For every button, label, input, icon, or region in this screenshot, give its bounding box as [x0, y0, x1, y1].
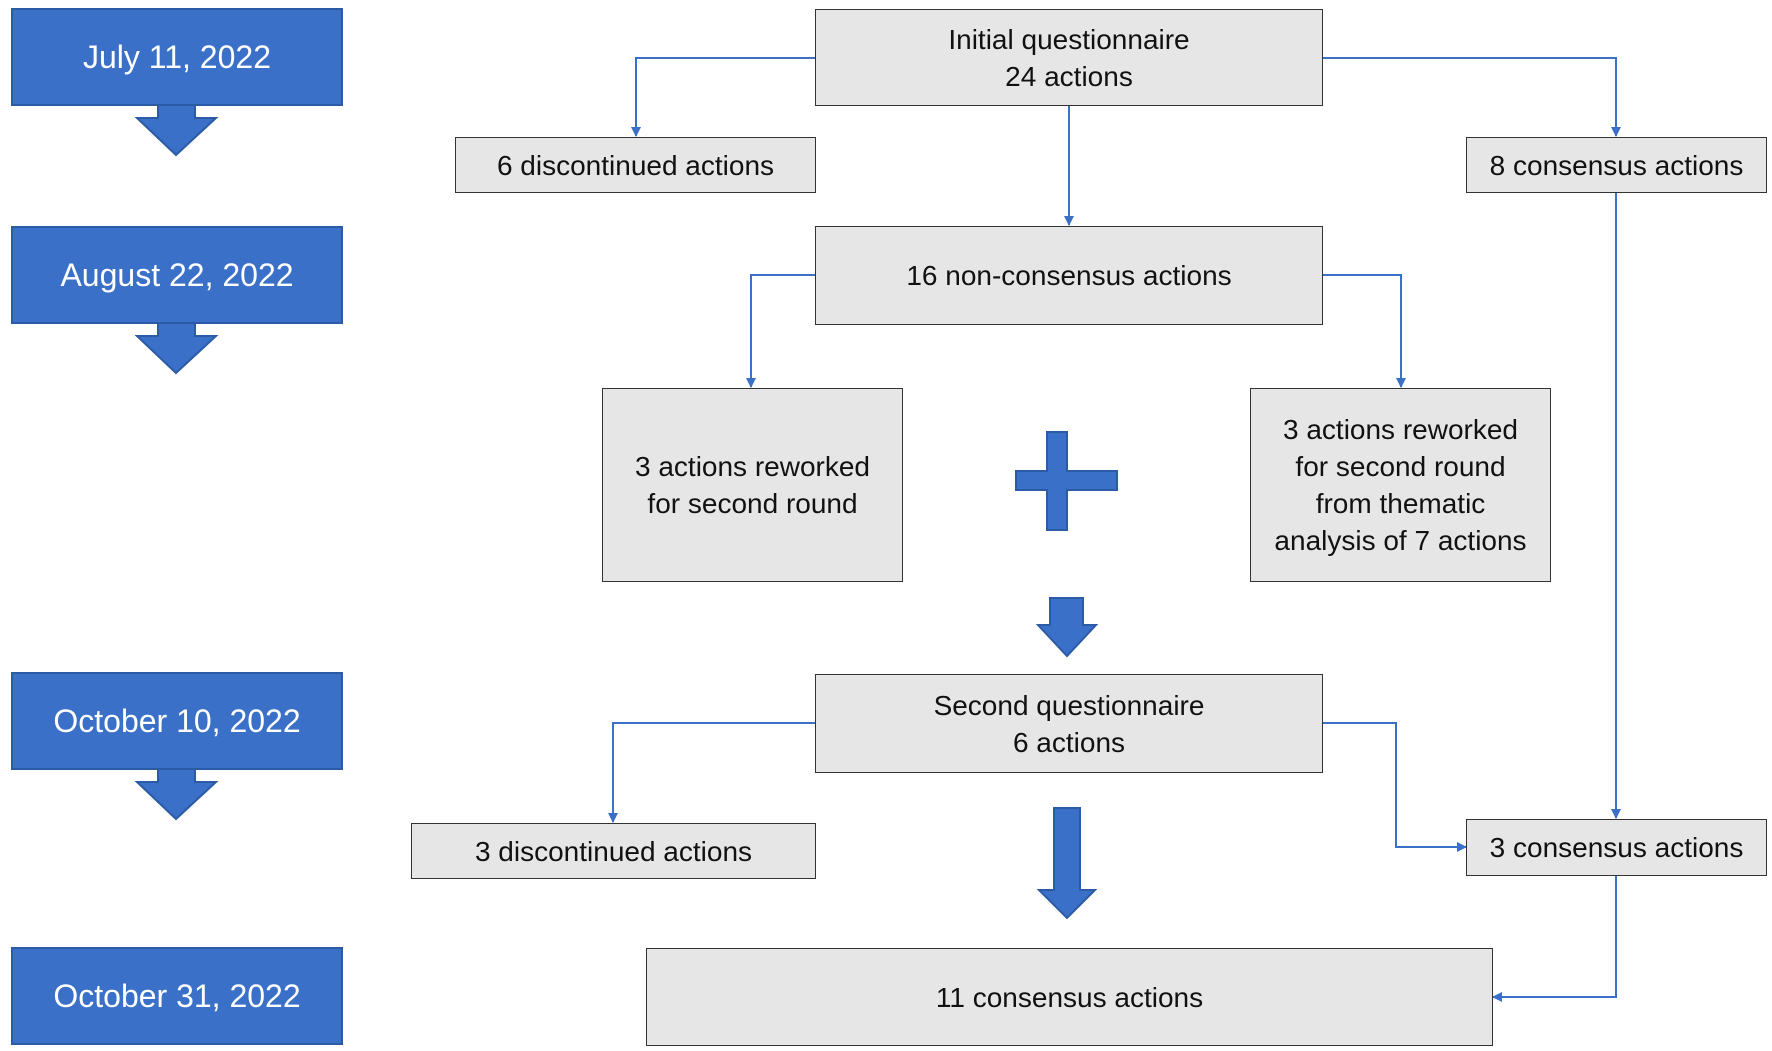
- timeline-arrow-3: [134, 766, 219, 821]
- node-line: for second round: [647, 488, 858, 519]
- date-label-1: July 11, 2022: [11, 8, 343, 106]
- node-line: Initial questionnaire: [948, 23, 1190, 55]
- connector-nonconsensus-to-reworked-1: [746, 274, 815, 388]
- node-line: 6 actions: [1012, 726, 1126, 758]
- big-down-arrow-1: [1035, 597, 1099, 658]
- connector-second-to-consensus: [1323, 722, 1467, 852]
- connector-consensus-2-to-final: [1492, 876, 1617, 1002]
- discontinued-actions-box-1: 6 discontinued actions: [455, 137, 816, 193]
- big-down-arrow-2: [1036, 807, 1098, 920]
- node-line: 3 actions reworked: [1282, 414, 1518, 445]
- connector-second-to-discontinued: [608, 722, 815, 823]
- node-line: for second round: [1295, 451, 1506, 482]
- date-label-4: October 31, 2022: [11, 947, 343, 1045]
- timeline-arrow-1: [134, 102, 219, 157]
- node-line: 3 discontinued actions: [474, 835, 753, 867]
- consensus-actions-box-1: 8 consensus actions: [1466, 137, 1767, 193]
- connector-nonconsensus-to-reworked-2: [1323, 274, 1406, 388]
- node-line: 8 consensus actions: [1489, 149, 1744, 181]
- node-line: 3 consensus actions: [1489, 832, 1744, 863]
- node-line: 6 discontinued actions: [496, 149, 775, 181]
- node-line: 16 non-consensus actions: [906, 260, 1232, 291]
- node-line: 24 actions: [1005, 60, 1133, 92]
- node-line: 3 actions reworked: [634, 451, 870, 482]
- date-label-3: October 10, 2022: [11, 672, 343, 770]
- consensus-actions-box-2: 3 consensus actions: [1466, 819, 1767, 876]
- node-line: from thematic: [1315, 488, 1486, 519]
- final-consensus-actions-box: 11 consensus actions: [646, 948, 1493, 1046]
- date-label-2: August 22, 2022: [11, 226, 343, 324]
- node-line: 11 consensus actions: [935, 981, 1204, 1013]
- node-line: analysis of 7 actions: [1274, 525, 1527, 556]
- non-consensus-actions-box: 16 non-consensus actions: [815, 226, 1323, 325]
- reworked-actions-box-1: 3 actions reworked for second round: [602, 388, 903, 582]
- timeline-arrow-2: [134, 320, 219, 375]
- connector-initial-to-discontinued: [631, 57, 815, 137]
- reworked-actions-box-2: 3 actions reworked for second round from…: [1250, 388, 1551, 582]
- initial-questionnaire-box: Initial questionnaire 24 actions: [815, 9, 1323, 106]
- node-line: Second questionnaire: [933, 689, 1205, 721]
- discontinued-actions-box-2: 3 discontinued actions: [411, 823, 816, 879]
- plus-icon: [1015, 431, 1118, 531]
- second-questionnaire-box: Second questionnaire 6 actions: [815, 674, 1323, 773]
- connector-initial-to-consensus: [1323, 57, 1621, 137]
